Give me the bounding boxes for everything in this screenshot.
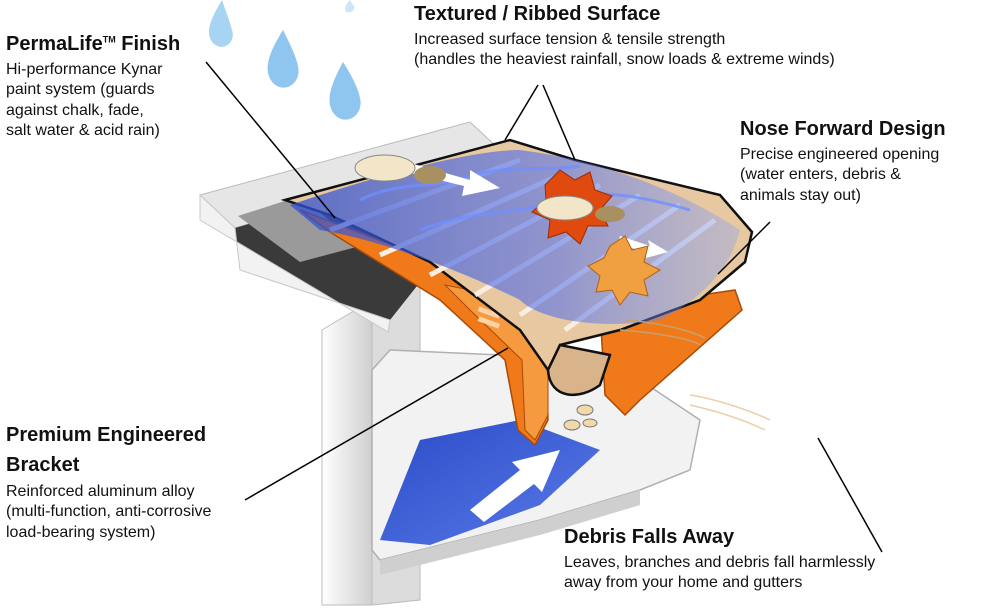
permalife-leader-line — [205, 61, 336, 219]
trademark-mark: TM — [102, 34, 116, 45]
callout-debris-title: Debris Falls Away — [564, 526, 735, 548]
callout-permalife-body: Hi-performance Kynar paint system (guard… — [6, 60, 163, 139]
callout-textured-title: Textured / Ribbed Surface — [414, 3, 661, 25]
callout-debris: Debris Falls Away Leaves, branches and d… — [564, 525, 875, 594]
callout-permalife: PermaLifeTM Finish Hi-performance Kynar … — [6, 32, 180, 141]
seed-icon — [536, 195, 594, 221]
callout-debris-body: Leaves, branches and debris fall harmles… — [564, 553, 876, 592]
callout-nose-title: Nose Forward Design — [740, 118, 946, 140]
rain-drop-icon — [208, 0, 233, 47]
rain-drops — [208, 0, 361, 120]
textured-leader-line-right — [542, 84, 576, 161]
rain-drop-icon — [329, 62, 361, 120]
callout-nose-body: Precise engineered opening (water enters… — [740, 145, 940, 204]
permalife-title-main: PermaLife — [6, 33, 103, 55]
debris-leaves — [354, 154, 771, 431]
rain-drop-icon — [345, 0, 355, 13]
seed-icon — [354, 154, 416, 182]
nose-leader-line — [717, 221, 771, 275]
callout-permalife-title: PermaLifeTM Finish — [6, 32, 180, 58]
callout-bracket: Premium Engineered Bracket Reinforced al… — [6, 420, 211, 543]
bracket-leader-line — [244, 347, 509, 501]
leaf-icon — [587, 235, 662, 306]
callout-textured: Textured / Ribbed Surface Increased surf… — [414, 2, 835, 71]
textured-leader-line-left — [504, 84, 539, 141]
debris-leader-line — [817, 437, 883, 553]
callout-bracket-body: Reinforced aluminum alloy (multi-functio… — [6, 483, 212, 541]
callout-bracket-title: Premium Engineered Bracket — [6, 424, 207, 476]
leader-lines — [205, 61, 883, 553]
rain-drop-icon — [267, 30, 299, 88]
callout-textured-body: Increased surface tension & tensile stre… — [414, 30, 835, 69]
permalife-title-rest: Finish — [115, 33, 181, 55]
callout-nose-forward: Nose Forward Design Precise engineered o… — [740, 117, 946, 206]
